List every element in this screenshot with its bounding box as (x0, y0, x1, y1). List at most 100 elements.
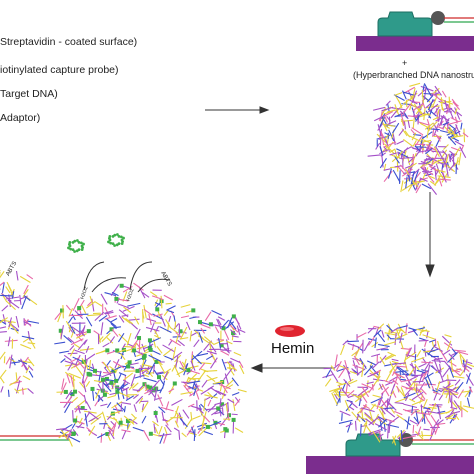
g-quadruplex (216, 406, 221, 411)
dna-strand (231, 391, 240, 396)
dna-strand (213, 380, 224, 385)
dna-strand (184, 418, 193, 430)
dna-strand (456, 368, 463, 371)
dna-strand (142, 373, 149, 378)
dna-strand (104, 310, 114, 314)
dna-strand (219, 402, 229, 408)
dna-strand (423, 170, 433, 174)
dna-strand (445, 162, 449, 177)
dna-strand (214, 326, 220, 334)
g-quadruplex (147, 338, 152, 343)
dna-strand (134, 328, 141, 340)
g-quadruplex (148, 431, 153, 436)
dna-strand (124, 374, 127, 386)
dna-strand (448, 126, 457, 138)
dna-strand (215, 389, 227, 396)
dna-strand (68, 372, 81, 379)
dna-strand (450, 146, 461, 152)
dna-strand (356, 365, 359, 376)
dna-strand (75, 333, 83, 342)
dna-strand (414, 145, 421, 152)
abts-dot (73, 239, 77, 243)
dna-strand (23, 295, 31, 301)
dna-strand (0, 317, 8, 324)
dna-strand (430, 415, 440, 428)
dna-strand (345, 384, 348, 396)
dna-strand (330, 365, 336, 371)
dna-strand (341, 380, 347, 391)
dna-strand (60, 382, 67, 396)
dna-strand (425, 161, 432, 166)
dna-strand (235, 317, 242, 330)
dna-strand (224, 373, 229, 385)
dna-strand (448, 96, 451, 108)
g-quadruplex (119, 283, 124, 288)
dna-strand (370, 397, 383, 404)
dna-strand (198, 332, 204, 343)
dna-strand (168, 315, 172, 322)
dna-strand (117, 391, 131, 398)
dna-strand (124, 348, 133, 352)
dna-strand (442, 154, 448, 168)
dna-strand (405, 168, 410, 176)
dna-strand (121, 430, 127, 440)
dna-strand (151, 379, 160, 390)
dna-strand (165, 415, 176, 423)
dna-strand (366, 381, 374, 385)
dna-strand (60, 428, 68, 440)
dna-strand (324, 378, 332, 387)
dna-strand (197, 423, 205, 434)
dna-strand (396, 366, 405, 375)
dna-strand (20, 358, 28, 371)
dna-strand (387, 328, 391, 341)
dna-strand (23, 284, 29, 295)
dna-strand (6, 300, 16, 311)
dna-strand (366, 360, 377, 366)
dna-strand (77, 422, 84, 429)
legend-target: Target DNA) (0, 88, 58, 100)
dna-strand (383, 141, 397, 148)
dna-strand (409, 398, 416, 403)
dna-strand (28, 370, 34, 378)
dna-strand (381, 406, 385, 418)
dna-strand (9, 354, 13, 369)
dna-strand (122, 305, 135, 312)
dna-strand (371, 383, 374, 391)
dna-strand (83, 394, 87, 404)
dna-strand (386, 423, 400, 428)
dna-strand (217, 319, 222, 326)
dna-strand (380, 152, 387, 157)
dna-strand (411, 399, 425, 406)
dna-strand (210, 387, 222, 395)
dna-strand (450, 406, 458, 410)
dna-strand (434, 175, 441, 186)
dna-strand (421, 90, 424, 104)
dna-strand (452, 413, 458, 421)
dna-strand (457, 404, 469, 413)
reaction-arc-right (129, 261, 153, 291)
dna-strand (85, 346, 90, 353)
dna-strand (153, 423, 156, 434)
dna-strand (180, 304, 191, 308)
dna-strand (442, 386, 452, 391)
abts-dot (75, 249, 79, 253)
dna-strand (399, 156, 414, 159)
dna-strand (72, 298, 80, 311)
dna-strand (120, 387, 125, 400)
dna-strand (157, 394, 164, 407)
g-quadruplex (156, 375, 161, 380)
dna-strand (190, 360, 196, 371)
dna-strand (100, 433, 103, 443)
dna-strand (191, 350, 203, 361)
dna-strand (363, 422, 368, 434)
dna-strand (430, 165, 436, 171)
dna-strand (226, 340, 233, 345)
dna-strand (383, 379, 393, 384)
dna-strand (429, 427, 436, 441)
dna-strand (153, 313, 163, 317)
dna-strand (426, 364, 431, 376)
dna-strand (0, 331, 7, 333)
dna-strand (239, 364, 245, 375)
dna-strand (408, 166, 412, 180)
g-quadruplex (77, 306, 82, 311)
